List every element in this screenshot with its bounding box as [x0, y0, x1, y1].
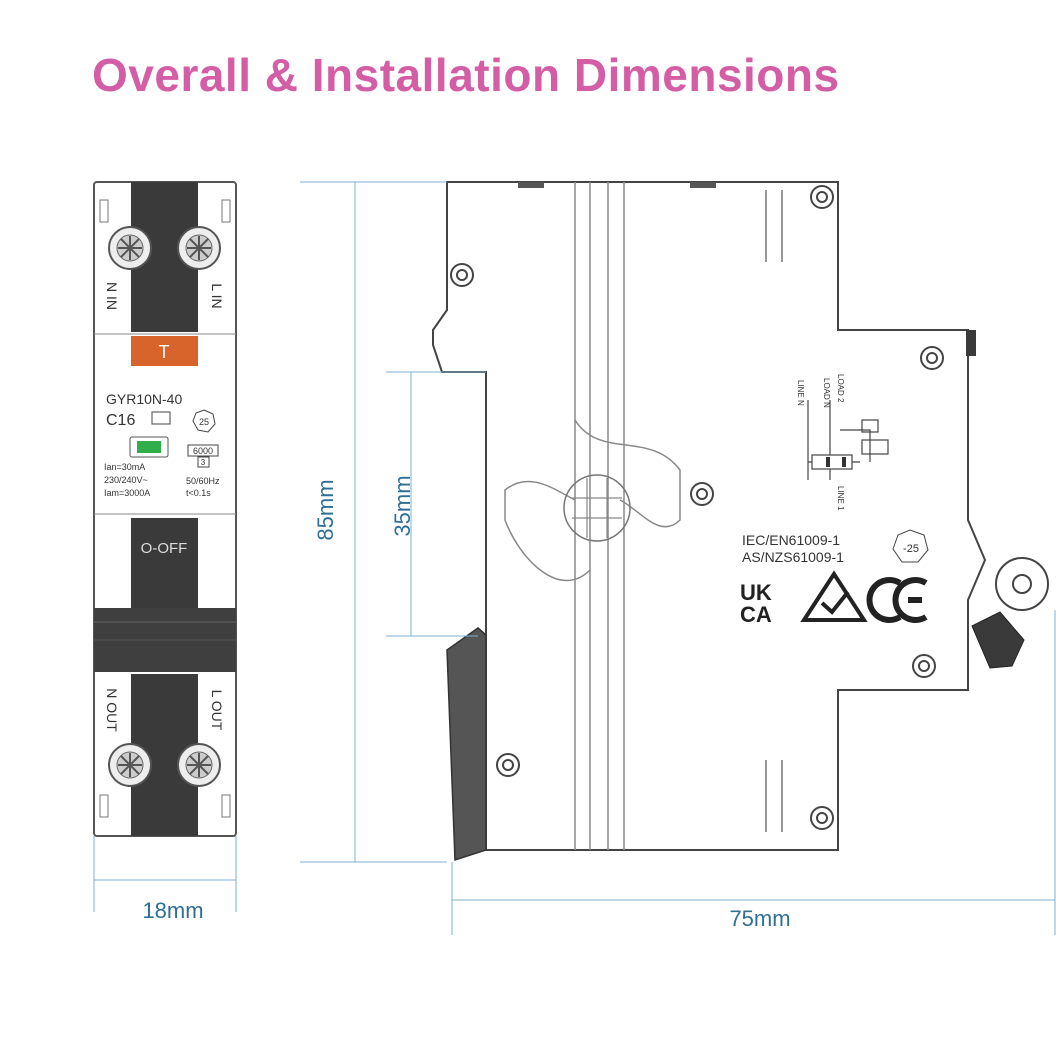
- screw-icon: [108, 226, 152, 270]
- temp-icon-label: -25: [903, 543, 919, 555]
- terminal-label-l-out: L OUT: [209, 690, 225, 731]
- wiring-label: LOAD 2: [836, 374, 845, 403]
- toggle-lever[interactable]: [131, 518, 198, 608]
- din-height-dimension: [386, 371, 486, 637]
- width-dimension-label: 18mm: [142, 898, 203, 923]
- test-button[interactable]: [131, 336, 198, 366]
- side-toggle-knob[interactable]: [446, 627, 487, 862]
- spec-line: 50/60Hz: [186, 476, 220, 486]
- front-view: N IN L IN T GYR10N-40 C16 25 6000 3 Ian=…: [93, 181, 237, 837]
- breaking-capacity: 6000: [193, 446, 213, 456]
- screw-icon: [177, 743, 221, 787]
- status-indicator: [137, 441, 161, 453]
- ukca-mark-icon: UK CA: [740, 580, 772, 627]
- svg-text:CA: CA: [740, 602, 772, 627]
- test-button-label: T: [159, 342, 170, 362]
- hexagon-temp-icon: [192, 409, 216, 433]
- spec-line: Ian=30mA: [104, 462, 145, 472]
- width-dimension: [93, 836, 237, 912]
- wiring-label: LINE N: [796, 380, 805, 406]
- standard-label: AS/NZS61009-1: [742, 549, 844, 565]
- mechanism-icon: [563, 474, 631, 542]
- height-dimension: [300, 181, 447, 863]
- model-label: GYR10N-40: [106, 391, 182, 407]
- terminal-label-n-in: N IN: [104, 282, 120, 310]
- standard-label: IEC/EN61009-1: [742, 532, 840, 548]
- depth-dimension: [451, 610, 1056, 935]
- svg-text:UK: UK: [740, 580, 772, 605]
- height-dimension-label: 85mm: [313, 479, 338, 540]
- side-view: [432, 181, 987, 851]
- toggle-label: O-OFF: [141, 540, 188, 557]
- rcd-symbol-icon: [151, 411, 171, 425]
- terminal-label-l-in: L IN: [209, 283, 225, 308]
- spec-line: Iam=3000A: [104, 488, 150, 498]
- depth-dimension-label: 75mm: [729, 906, 790, 931]
- wiring-label: LINE 1: [836, 486, 845, 511]
- screw-icon: [108, 743, 152, 787]
- wiring-label: LOAD N: [822, 378, 831, 408]
- spec-line: 230/240V~: [104, 475, 148, 485]
- curve-label: C16: [106, 412, 135, 429]
- rcm-mark-icon: [800, 570, 868, 622]
- rating-icon-label: 25: [199, 417, 209, 427]
- hexagon-temp-icon: [892, 529, 929, 563]
- screw-icon: [177, 226, 221, 270]
- ce-mark-icon: [866, 577, 928, 623]
- din-height-dimension-label: 35mm: [390, 475, 415, 536]
- page-title: Overall & Installation Dimensions: [92, 49, 840, 101]
- wiring-diagram: [807, 400, 889, 480]
- terminal-label-n-out: N OUT: [104, 688, 120, 732]
- spec-line: t<0.1s: [186, 488, 211, 498]
- side-rotary-knob: [971, 557, 1049, 669]
- class-label: 3: [201, 458, 206, 467]
